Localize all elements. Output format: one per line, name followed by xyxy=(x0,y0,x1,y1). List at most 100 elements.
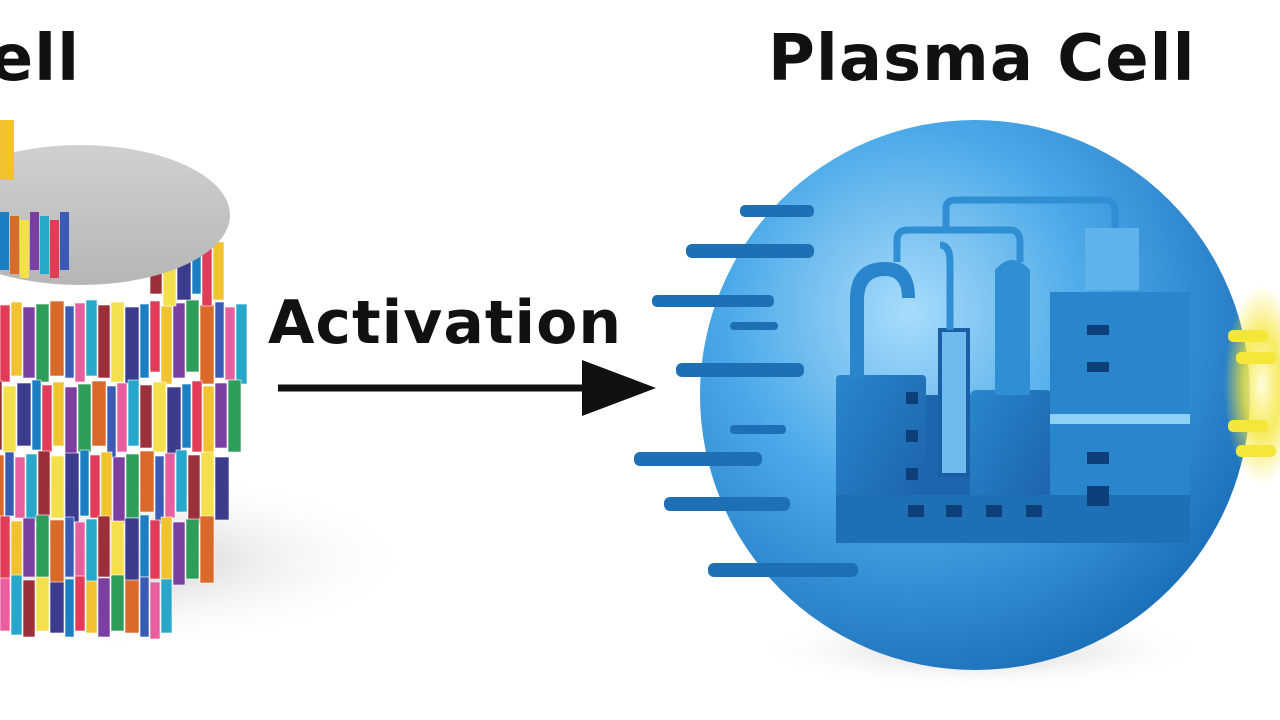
book-spine xyxy=(37,450,51,517)
book-spine xyxy=(154,455,165,525)
motion-line xyxy=(664,497,790,511)
book-spine xyxy=(74,302,86,383)
factory-icon xyxy=(836,196,1190,543)
book-spine xyxy=(181,383,192,449)
factory-column xyxy=(995,260,1030,395)
activation-label: Activation xyxy=(268,288,623,358)
b-cell-bookshelf-sphere xyxy=(0,120,420,650)
book-spine xyxy=(91,380,107,447)
book-spine xyxy=(227,379,242,453)
book-spine xyxy=(35,514,50,582)
plasma-cell-sphere xyxy=(634,120,1280,690)
book-spine xyxy=(0,212,9,270)
book-spine xyxy=(22,579,36,638)
book-spine xyxy=(172,302,186,379)
book-spine xyxy=(85,580,98,634)
book-spine xyxy=(160,578,173,634)
book-spine xyxy=(41,384,53,453)
left-cell-title-clip: ell xyxy=(0,0,80,100)
book-spine xyxy=(30,212,39,270)
book-spine xyxy=(125,453,140,519)
book-spine xyxy=(10,574,23,636)
motion-line xyxy=(740,205,814,217)
book-spine xyxy=(10,216,19,274)
book-spine xyxy=(74,575,86,632)
book-spine xyxy=(214,456,230,521)
book-spine xyxy=(127,379,140,447)
book-spine xyxy=(112,456,126,525)
left-cell-title: ell xyxy=(0,22,80,96)
book-spine xyxy=(31,379,42,451)
book-spine xyxy=(22,306,36,379)
book-spine xyxy=(106,385,117,459)
arrow-head xyxy=(582,360,656,416)
factory-base xyxy=(836,495,1190,543)
book-spine xyxy=(139,303,150,379)
book-spine xyxy=(25,453,38,523)
motion-line xyxy=(708,563,858,577)
book-spine xyxy=(224,306,236,381)
factory-chimney-box xyxy=(1085,228,1139,290)
book-spine xyxy=(185,299,200,373)
book-spine xyxy=(4,451,15,517)
book-spine xyxy=(35,576,50,632)
motion-line xyxy=(652,295,774,307)
book-ring xyxy=(0,239,248,640)
book-spine xyxy=(235,303,248,385)
factory-windows xyxy=(906,325,1109,517)
book-spine xyxy=(185,518,200,580)
book-spine xyxy=(10,520,23,584)
book-spine xyxy=(139,514,150,578)
book-spine xyxy=(97,515,111,578)
book-spine xyxy=(89,454,101,519)
book-spine xyxy=(212,241,225,301)
book-spine xyxy=(79,449,90,517)
book-spine xyxy=(139,384,153,449)
book-spine xyxy=(160,516,173,584)
book-spine xyxy=(0,454,5,523)
book-spine xyxy=(124,517,140,584)
factory-floor-line xyxy=(1050,414,1190,424)
book-spine xyxy=(199,515,215,584)
book-spine xyxy=(40,216,49,274)
book-spine xyxy=(110,301,125,383)
book-spine xyxy=(160,305,173,385)
book-spine xyxy=(14,456,26,519)
book-spine xyxy=(124,306,140,385)
book-spine xyxy=(77,383,92,453)
motion-line xyxy=(730,322,778,330)
book-spine xyxy=(202,385,215,455)
book-spine xyxy=(60,212,69,270)
motion-line xyxy=(730,425,786,434)
book-spine xyxy=(149,519,161,580)
inner-book-row xyxy=(0,212,69,278)
factory-hook-pipe xyxy=(850,262,915,378)
book-spine xyxy=(35,303,50,383)
book-spine xyxy=(100,451,113,523)
book-spine xyxy=(50,220,59,278)
book-spine xyxy=(175,449,188,513)
book-spine xyxy=(124,579,140,634)
book-spine xyxy=(64,452,80,523)
book-spine xyxy=(85,299,98,377)
book-spine xyxy=(52,381,65,447)
book-spine xyxy=(166,386,182,455)
book-spine xyxy=(49,581,65,634)
book-spine xyxy=(97,577,111,638)
book-spine xyxy=(64,578,75,638)
book-spine xyxy=(50,455,65,519)
motion-lines xyxy=(634,205,858,577)
book-spine xyxy=(214,301,225,379)
factory-thin-tower xyxy=(938,328,970,477)
book-spine xyxy=(214,382,228,449)
book-spine xyxy=(22,517,36,578)
book-spine xyxy=(187,454,201,525)
motion-line xyxy=(686,244,814,258)
book-spine xyxy=(139,450,155,513)
book-spine xyxy=(64,386,78,459)
book-spine xyxy=(85,518,98,584)
antibody-glow xyxy=(1224,285,1280,485)
book-spine xyxy=(49,300,65,377)
book-spine xyxy=(110,574,125,632)
book-spine xyxy=(0,380,3,451)
